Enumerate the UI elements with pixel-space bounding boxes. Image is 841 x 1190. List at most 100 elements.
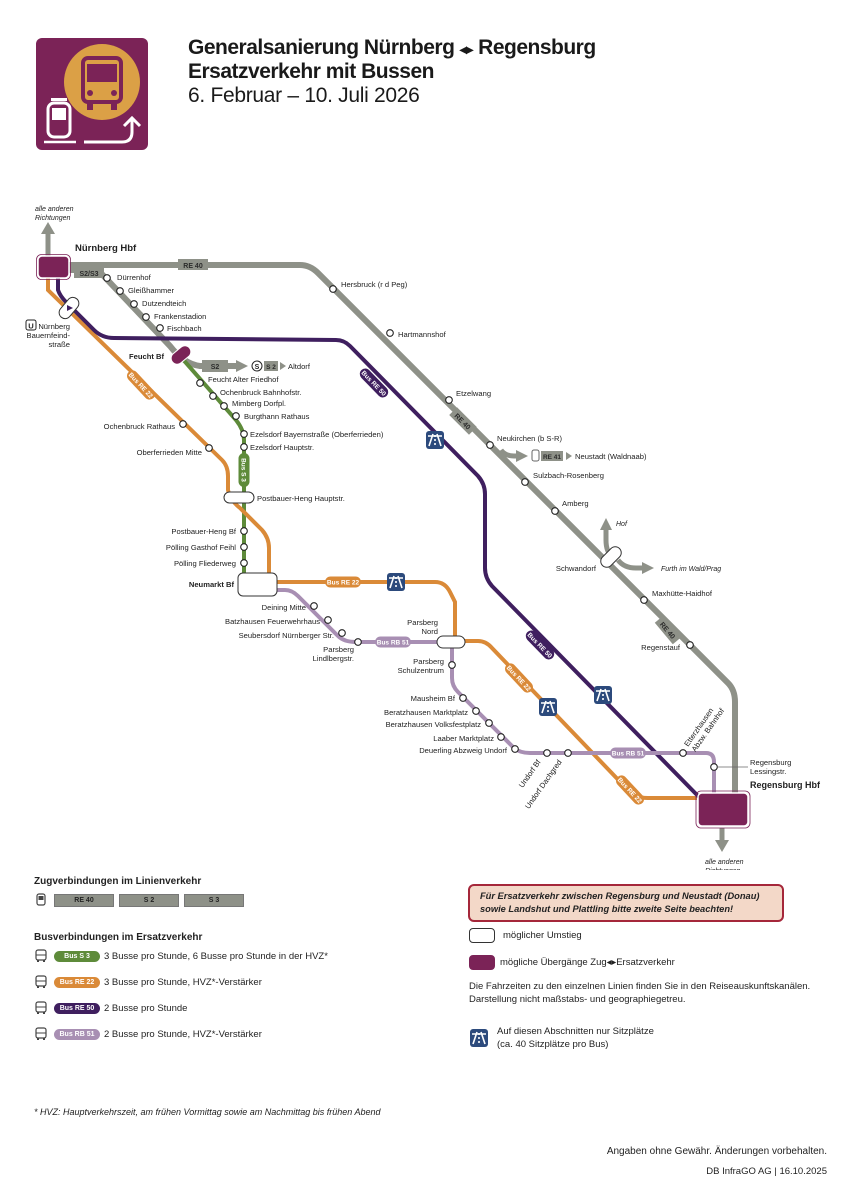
legend-bus-badge: Bus RE 50 bbox=[54, 1002, 100, 1014]
station-label: Beratzhausen Volksfestplatz bbox=[386, 720, 482, 729]
station-stop[interactable] bbox=[156, 324, 164, 332]
station-stop[interactable] bbox=[240, 543, 248, 551]
station-stop[interactable] bbox=[196, 379, 204, 387]
station-stop[interactable] bbox=[240, 430, 248, 438]
autobahn-icon bbox=[593, 685, 613, 705]
station-stop[interactable] bbox=[240, 443, 248, 451]
play-icon bbox=[566, 452, 572, 460]
s-bahn-symbol: S bbox=[255, 364, 260, 371]
station-stop[interactable] bbox=[551, 507, 559, 515]
interchange-label: Schwandorf bbox=[556, 564, 597, 573]
hub-nuernberg-hbf[interactable] bbox=[37, 255, 70, 279]
station-stop[interactable] bbox=[485, 719, 493, 727]
station-label: EtterzhausenAbzw. Bahnhof bbox=[682, 701, 726, 754]
interchange-postbauer[interactable] bbox=[223, 491, 255, 504]
station-label: Burgthann Rathaus bbox=[244, 412, 310, 421]
legend-line-s2: S 2 bbox=[119, 893, 179, 907]
station-stop[interactable] bbox=[209, 392, 217, 400]
line-re40 bbox=[50, 262, 738, 800]
station-stop[interactable] bbox=[240, 559, 248, 567]
station-label: Neukirchen (b S-R) bbox=[497, 434, 562, 443]
station-stop[interactable] bbox=[338, 629, 346, 637]
station-stop[interactable] bbox=[103, 274, 111, 282]
station-stop[interactable] bbox=[324, 616, 332, 624]
legend-trains: Zugverbindungen im Linienverkehr RE 40 S… bbox=[34, 876, 249, 907]
station-label: Batzhausen Feuerwehrhaus bbox=[225, 617, 320, 626]
station-stop[interactable] bbox=[386, 329, 394, 337]
interchange-schwandorf[interactable] bbox=[598, 544, 623, 569]
station-label: Etzelwang bbox=[456, 389, 491, 398]
svg-text:Bus RB 51: Bus RB 51 bbox=[612, 751, 645, 758]
hub-neumarkt-bf[interactable] bbox=[237, 572, 278, 597]
station-stop[interactable] bbox=[511, 745, 519, 753]
transfer-swatch bbox=[469, 955, 495, 970]
station-stop[interactable] bbox=[486, 441, 494, 449]
credit: DB InfraGO AG | 16.10.2025 bbox=[706, 1166, 827, 1177]
hub-feucht-bf[interactable] bbox=[169, 343, 194, 366]
station-stop[interactable] bbox=[232, 412, 240, 420]
station-stop[interactable] bbox=[686, 641, 694, 649]
station-stop[interactable] bbox=[459, 694, 467, 702]
station-stop[interactable] bbox=[205, 444, 213, 452]
date-range: 6. Februar – 10. Juli 2026 bbox=[188, 84, 420, 107]
station-stop[interactable] bbox=[329, 285, 337, 293]
svg-text:Bus S 3: Bus S 3 bbox=[240, 458, 247, 482]
station-stop[interactable] bbox=[179, 420, 187, 428]
station-stop[interactable] bbox=[240, 527, 248, 535]
badge-text: RE 41 bbox=[543, 454, 561, 461]
station-stop[interactable] bbox=[521, 478, 529, 486]
station-stop[interactable] bbox=[445, 396, 453, 404]
station-stop[interactable] bbox=[448, 661, 456, 669]
svg-text:Bus RE 22: Bus RE 22 bbox=[505, 665, 532, 694]
station-stop[interactable] bbox=[710, 763, 718, 771]
info-line: Die Fahrzeiten zu den einzelnen Linien f… bbox=[469, 981, 811, 992]
station-label: Sulzbach-Rosenberg bbox=[533, 471, 604, 480]
badge-bus-re22: Bus RE 22 bbox=[127, 370, 156, 400]
station-stop[interactable] bbox=[472, 707, 480, 715]
title-block: Generalsanierung Nürnberg ◂▸ Regensburg … bbox=[188, 36, 596, 108]
badge-re41 bbox=[541, 451, 563, 461]
station-label: Ezelsdorf Bayernstraße (Oberferrieden) bbox=[250, 430, 384, 439]
station-stop[interactable] bbox=[543, 749, 551, 757]
station-label: Pölling Fliederweg bbox=[174, 559, 236, 568]
station-stop[interactable] bbox=[354, 638, 362, 646]
notice-line: sowie Landshut und Plattling bitte zweit… bbox=[480, 904, 734, 914]
station-label: Postbauer-Heng Bf bbox=[171, 527, 236, 536]
interchange-bauernfeindstrasse[interactable] bbox=[57, 295, 82, 321]
u-bahn-icon bbox=[25, 319, 37, 331]
station-label: Mausheim Bf bbox=[411, 694, 456, 703]
stations: DürrenhofGleißhammerDutzendteichFrankens… bbox=[103, 273, 791, 811]
station-label: Seubersdorf Nürnberger Str. bbox=[239, 631, 334, 640]
station-stop[interactable] bbox=[220, 402, 228, 410]
hub-regensburg-hbf[interactable] bbox=[697, 792, 749, 827]
u-bahn-symbol: U bbox=[28, 322, 34, 331]
station-stop[interactable] bbox=[679, 749, 687, 757]
legend-heading: Zugverbindungen im Linienverkehr bbox=[34, 876, 202, 887]
line-bus-re50 bbox=[56, 276, 702, 800]
legend-buses: Busverbindungen im Ersatzverkehr Bus S 3… bbox=[34, 932, 328, 1047]
badge-re40: RE 40 bbox=[178, 259, 208, 270]
station-stop[interactable] bbox=[564, 749, 572, 757]
direction-label: Altdorf bbox=[288, 362, 311, 371]
direction-label: Furth im Wald/Prag bbox=[661, 566, 721, 573]
station-stop[interactable] bbox=[142, 313, 150, 321]
interchange-parsberg-nord[interactable] bbox=[436, 635, 466, 649]
station-stop[interactable] bbox=[310, 602, 318, 610]
station-stop[interactable] bbox=[116, 287, 124, 295]
station-stop[interactable] bbox=[130, 300, 138, 308]
bus-icon bbox=[35, 1001, 47, 1014]
legend-bus-text: 3 Busse pro Stunde, HVZ*-Verstärker bbox=[104, 976, 262, 988]
legend-line-re40: RE 40 bbox=[54, 893, 114, 907]
hub-label: Neumarkt Bf bbox=[189, 580, 235, 589]
station-stop[interactable] bbox=[640, 596, 648, 604]
badge-bus-s3: Bus S 3 bbox=[238, 453, 250, 487]
station-label: Amberg bbox=[562, 499, 589, 508]
station-label: Ochenbruck Bahnhofstr. bbox=[220, 388, 301, 397]
station-label: Pölling Gasthof Feihl bbox=[166, 543, 236, 552]
station-stop[interactable] bbox=[497, 733, 505, 741]
arrow-south bbox=[715, 828, 729, 852]
